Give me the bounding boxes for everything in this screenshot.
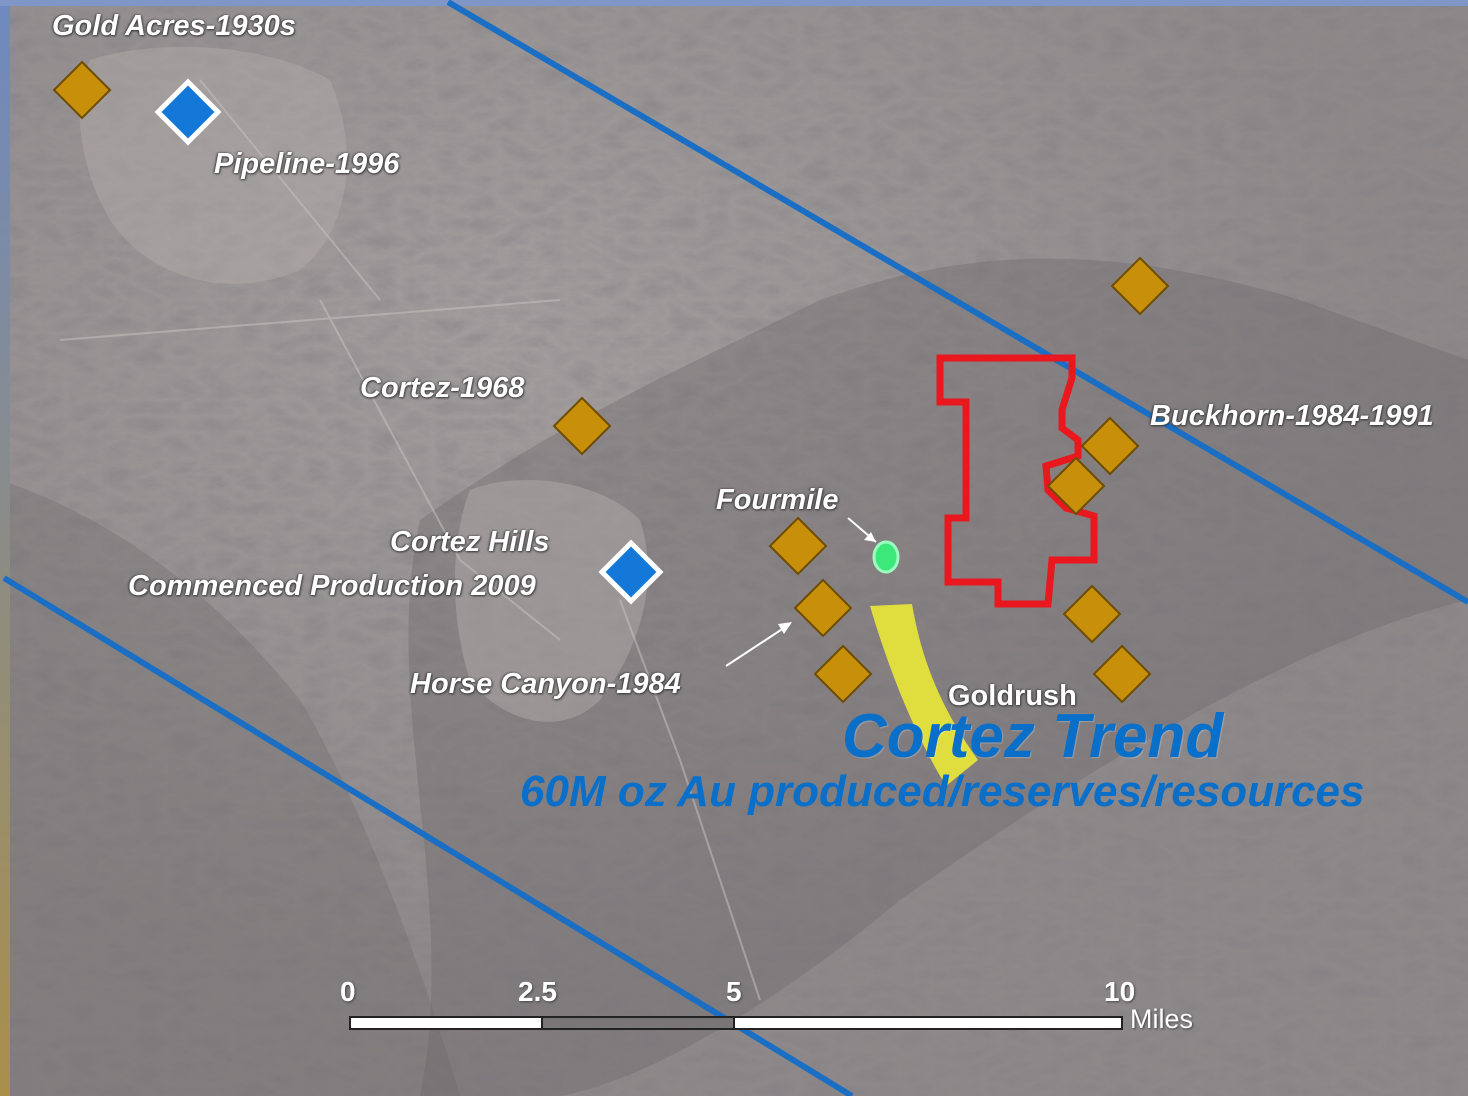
gold-diamond-icon[interactable] (768, 516, 828, 576)
gold-diamond-icon[interactable] (1080, 416, 1140, 476)
scale-tick-2-5: 2.5 (518, 976, 557, 1007)
historic-mines (52, 60, 1170, 704)
trend-subtitle: 60M oz Au produced/reserves/resources (520, 767, 1365, 816)
fourmile-target[interactable] (872, 540, 900, 574)
gold-diamond-icon[interactable] (1092, 644, 1152, 704)
trend-boundary-south (2, 575, 854, 1096)
label-gold-acres: Gold Acres-1930s (52, 10, 296, 42)
label-fourmile: Fourmile (716, 484, 839, 516)
gold-diamond-icon[interactable] (52, 60, 112, 120)
pipeline-mine-area (79, 46, 347, 284)
label-goldrush: Goldrush (948, 680, 1077, 712)
trend-title: Cortez Trend (842, 702, 1224, 771)
gold-diamond-icon[interactable] (1062, 584, 1122, 644)
blue-diamond-icon[interactable] (154, 78, 222, 146)
scale-tick-0: 0 (340, 976, 356, 1007)
southwest-hills (0, 480, 460, 1096)
horse-canyon-arrowhead (778, 622, 792, 634)
blue-diamond-icon[interactable] (598, 539, 664, 605)
label-horse-canyon: Horse Canyon-1984 (410, 668, 681, 700)
roads (59, 79, 761, 1001)
trend-boundary-north (446, 0, 1468, 605)
mountain-range (408, 258, 1468, 1096)
label-cortez: Cortez-1968 (360, 372, 525, 404)
label-cortez-hills: Cortez Hills (390, 526, 550, 558)
gold-diamond-icon[interactable] (1046, 456, 1106, 516)
horse-canyon-arrow (725, 623, 791, 667)
label-commenced-production: Commenced Production 2009 (128, 570, 536, 602)
gold-diamond-icon[interactable] (793, 578, 853, 638)
scale-tick-10: 10 (1104, 976, 1136, 1007)
frame-edge (0, 0, 10, 1096)
goldrush-zone (870, 604, 978, 786)
scale-tick-5: 5 (726, 976, 742, 1007)
fourmile-arrowhead (864, 532, 876, 542)
gold-diamond-icon[interactable] (1110, 256, 1170, 316)
gold-diamond-icon[interactable] (552, 396, 612, 456)
frame-top (0, 0, 1468, 6)
scale-bar (349, 1016, 1123, 1030)
active-mines (154, 78, 664, 605)
scale-unit: Miles (1130, 1004, 1194, 1034)
property-boundary[interactable] (936, 354, 1098, 608)
cortez-hills-mine-area (455, 480, 648, 722)
label-buckhorn: Buckhorn-1984-1991 (1150, 400, 1434, 432)
label-pipeline: Pipeline-1996 (214, 148, 400, 180)
gold-diamond-icon[interactable] (813, 644, 873, 704)
